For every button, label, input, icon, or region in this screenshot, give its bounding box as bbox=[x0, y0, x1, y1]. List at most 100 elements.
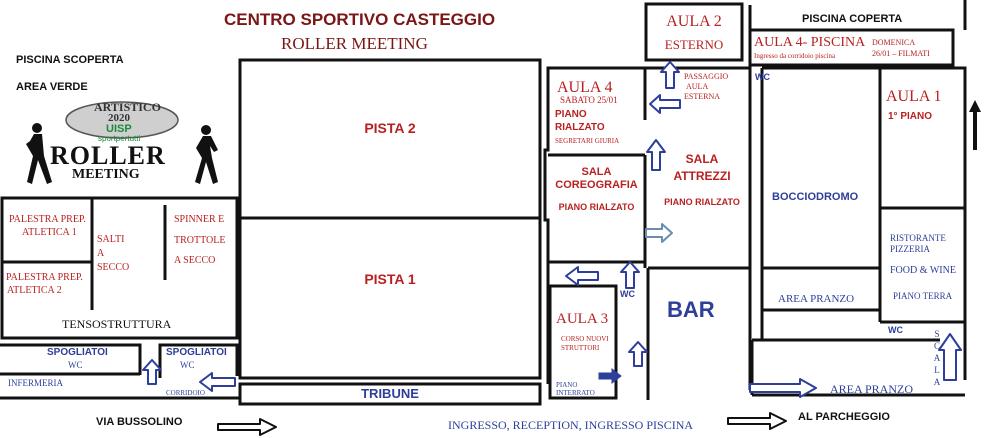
arrow-right-icon bbox=[217, 418, 277, 436]
street-arrows bbox=[217, 412, 787, 436]
pista2-label: PISTA 2 bbox=[364, 120, 416, 136]
tribune-wall bbox=[238, 382, 542, 406]
arrow-up-icon bbox=[628, 341, 648, 367]
piscina-scoperta-label: PISCINA SCOPERTA bbox=[16, 54, 124, 66]
aula4-piscina-day: DOMENICA bbox=[872, 38, 916, 47]
logo-word-meeting: MEETING bbox=[72, 167, 140, 182]
ristorante-l3: FOOD & WINE bbox=[890, 265, 956, 276]
arrows bbox=[142, 61, 962, 398]
infermeria-label: INFERMERIA bbox=[8, 378, 64, 388]
arrow-up-icon bbox=[620, 261, 640, 289]
aula3-title: AULA 3 bbox=[556, 311, 609, 327]
spogliatoi2-wc: WC bbox=[180, 360, 195, 370]
logo: ARTISTICO 2020 UISP sportpertutti ROLLER… bbox=[22, 98, 222, 194]
aula3-l3: STRUTTORI bbox=[561, 344, 600, 352]
wc-label-ristorante: WC bbox=[888, 325, 903, 335]
arrow-up-icon bbox=[969, 100, 981, 150]
map-subtitle: ROLLER MEETING bbox=[281, 34, 428, 53]
aula4-piano: PIANO bbox=[555, 109, 587, 120]
bar-label: BAR bbox=[667, 297, 715, 322]
spogliatoi1-label: SPOGLIATOI bbox=[47, 347, 108, 358]
aula3-wall bbox=[548, 284, 618, 400]
spinner-l1: SPINNER E bbox=[174, 214, 225, 225]
logo-tagline: sportpertutti bbox=[98, 134, 141, 143]
ristorante-l2: PIZZERIA bbox=[890, 244, 930, 254]
spogliatoi2-wall bbox=[158, 343, 239, 378]
aula4-piscina-wall bbox=[748, 28, 955, 67]
scala-label: SCALA bbox=[933, 329, 941, 387]
right-building-outer bbox=[762, 66, 967, 380]
wc-label-bocciodromo: WC bbox=[755, 72, 770, 82]
corridoio-label: CORRIDOIO bbox=[166, 389, 205, 397]
arrow-right-icon bbox=[598, 367, 622, 385]
aula4-note: SEGRETARI GIURIA bbox=[555, 137, 620, 145]
passaggio-aula: AULA bbox=[686, 82, 709, 91]
arrow-up-icon bbox=[938, 333, 962, 381]
spinner-l2: TROTTOLE bbox=[174, 235, 226, 246]
logo-word-roller: ROLLER bbox=[50, 141, 166, 170]
palestra1-l2: ATLETICA 1 bbox=[22, 227, 77, 238]
skater-figure-icon bbox=[195, 125, 218, 184]
aula4-date: SABATO 25/01 bbox=[560, 95, 618, 105]
palestra1-l1: PALESTRA PREP. bbox=[9, 214, 86, 225]
palestra2-l2: ATLETICA 2 bbox=[7, 285, 62, 296]
arrow-up-icon bbox=[646, 139, 666, 171]
aula2-wall bbox=[644, 2, 744, 62]
aula4-piscina-date: 26/01 – FILMATI bbox=[872, 49, 930, 58]
sala-attrezzi-floor: PIANO RIALZATO bbox=[664, 197, 740, 207]
wc-label-bar: WC bbox=[620, 289, 635, 299]
arrow-left-icon bbox=[565, 266, 599, 286]
area-verde-label: AREA VERDE bbox=[16, 81, 88, 93]
passaggio-esterna: ESTERNA bbox=[684, 92, 720, 101]
passaggio-label: PASSAGGIO bbox=[684, 72, 729, 81]
piano-interrato-l2: INTERRATO bbox=[556, 389, 595, 397]
logo-artistico: ARTISTICO bbox=[94, 100, 161, 114]
sala-coreografia-floor: PIANO RIALZATO bbox=[558, 202, 635, 212]
aula3-l2: CORSO NUOVI bbox=[561, 335, 609, 343]
tensostruttura-wall bbox=[0, 196, 239, 340]
north-arrow bbox=[969, 100, 981, 150]
bocciodromo-label: BOCCIODROMO bbox=[772, 191, 859, 203]
skater-figure-icon bbox=[26, 123, 52, 184]
area-pranzo1-label: AREA PRANZO bbox=[778, 293, 855, 305]
salti-l2: A bbox=[97, 248, 105, 259]
sala-attrezzi-l1: SALA bbox=[685, 152, 719, 166]
pista1-label: PISTA 1 bbox=[364, 271, 416, 287]
ingresso-label: INGRESSO, RECEPTION, INGRESSO PISCINA bbox=[448, 418, 694, 432]
logo-year: 2020 bbox=[108, 112, 130, 124]
arrow-right-icon bbox=[645, 223, 673, 243]
via-bussolino-label: VIA BUSSOLINO bbox=[96, 416, 183, 428]
aula4-piscina-title: AULA 4- PISCINA bbox=[754, 35, 866, 50]
area-pranzo2-label: AREA PRANZO bbox=[830, 382, 914, 396]
arrow-right-icon bbox=[727, 412, 787, 430]
tribune-label: TRIBUNE bbox=[361, 386, 419, 401]
ristorante-l1: RISTORANTE bbox=[890, 233, 946, 243]
spogliatoi1-wall bbox=[0, 343, 142, 375]
arrow-left-icon bbox=[199, 372, 236, 392]
central-west-wall bbox=[543, 66, 665, 384]
aula4-title: AULA 4 bbox=[557, 79, 613, 96]
ristorante-l4: PIANO TERRA bbox=[893, 291, 953, 301]
piano-interrato-l1: PIANO bbox=[556, 381, 578, 389]
aula2-subtitle: ESTERNO bbox=[664, 37, 724, 52]
palestra2-l1: PALESTRA PREP. bbox=[6, 272, 83, 283]
salti-l1: SALTI bbox=[97, 234, 125, 245]
aula4-piscina-note: Ingresso da corridoio piscina bbox=[754, 52, 836, 60]
logo-brand: UISP bbox=[106, 123, 132, 135]
logo-graphics bbox=[26, 101, 218, 184]
spogliatoi2-label: SPOGLIATOI bbox=[166, 347, 227, 358]
sala-coreografia-l1: SALA bbox=[581, 166, 612, 178]
arrow-left-icon bbox=[649, 94, 681, 114]
aula4-rialzato: RIALZATO bbox=[555, 122, 605, 133]
aula1-floor: 1° PIANO bbox=[888, 111, 933, 122]
logo-badge bbox=[65, 101, 179, 139]
tensostruttura-label: TENSOSTRUTTURA bbox=[62, 317, 172, 331]
arrow-up-icon bbox=[142, 359, 162, 385]
arrow-right-icon bbox=[749, 378, 817, 398]
central-east-wall bbox=[648, 66, 752, 270]
map-title: CENTRO SPORTIVO CASTEGGIO bbox=[224, 10, 496, 29]
spogliatoi1-wc: WC bbox=[68, 360, 83, 370]
parcheggio-label: AL PARCHEGGIO bbox=[798, 411, 890, 423]
salti-l3: SECCO bbox=[97, 262, 130, 273]
